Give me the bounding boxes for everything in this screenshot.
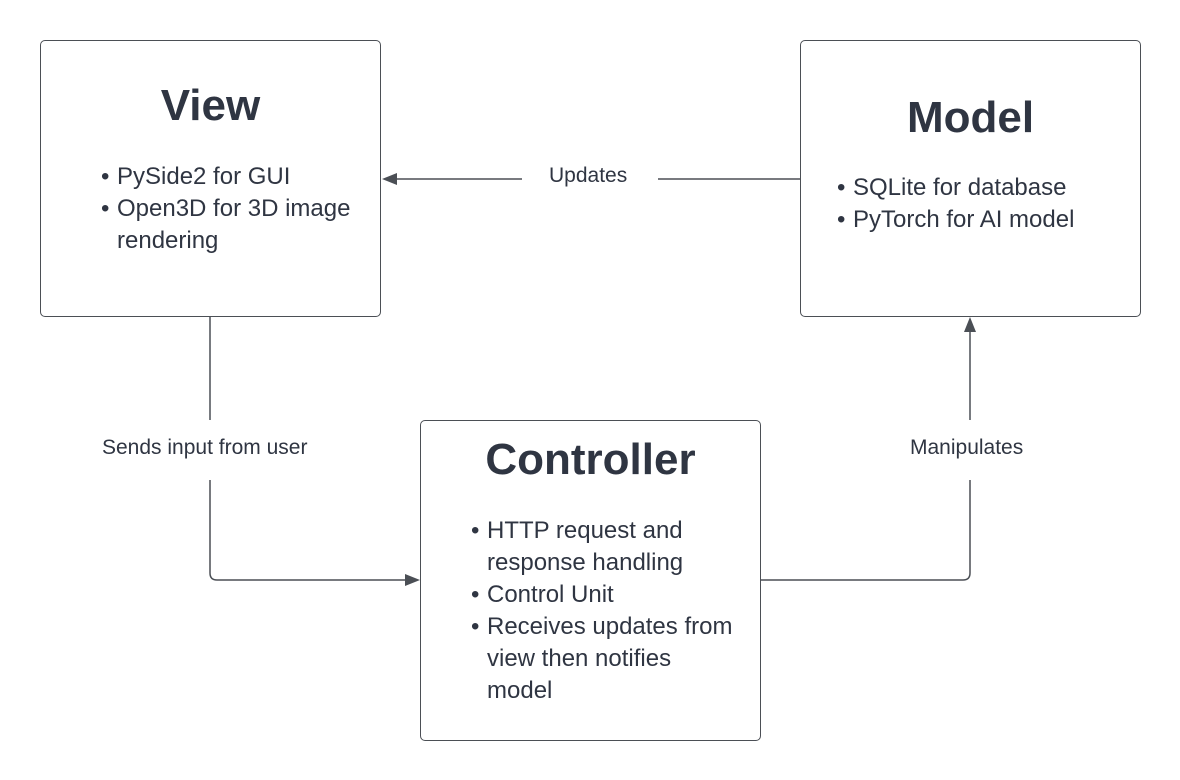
edge-sends-line-bottom <box>209 480 406 581</box>
controller-bullet-item: Control Unit <box>471 579 741 611</box>
view-bullet-list: PySide2 for GUI Open3D for 3D image rend… <box>101 161 361 257</box>
view-title: View <box>160 81 261 130</box>
arrowhead-right-icon <box>405 574 420 586</box>
controller-bullet-item: HTTP request and response handling <box>471 515 741 579</box>
edge-label-updates: Updates <box>549 164 628 188</box>
controller-bullet-list: HTTP request and response handling Contr… <box>471 515 741 707</box>
arrowhead-up-icon <box>964 317 976 332</box>
controller-node[interactable]: Controller HTTP request and response han… <box>420 420 761 741</box>
model-title: Model <box>906 93 1035 142</box>
model-bullet-item: PyTorch for AI model <box>837 204 1127 236</box>
view-bullet-item: PySide2 for GUI <box>101 161 361 193</box>
controller-title: Controller <box>485 435 696 484</box>
controller-bullet-item: Receives updates from view then notifies… <box>471 611 741 707</box>
view-bullet-item: Open3D for 3D image rendering <box>101 193 361 257</box>
edge-manipulates[interactable] <box>761 317 976 581</box>
edge-label-sends-input: Sends input from user <box>102 436 308 460</box>
model-bullet-list: SQLite for database PyTorch for AI model <box>837 172 1127 236</box>
model-node[interactable]: Model SQLite for database PyTorch for AI… <box>800 40 1141 317</box>
edge-sends-input[interactable] <box>209 317 420 586</box>
view-node[interactable]: View PySide2 for GUI Open3D for 3D image… <box>40 40 381 317</box>
edge-manipulates-line-bottom <box>761 480 971 581</box>
edge-updates[interactable] <box>382 173 800 185</box>
edge-label-manipulates: Manipulates <box>910 436 1024 460</box>
model-bullet-item: SQLite for database <box>837 172 1127 204</box>
arrowhead-left-icon <box>382 173 397 185</box>
